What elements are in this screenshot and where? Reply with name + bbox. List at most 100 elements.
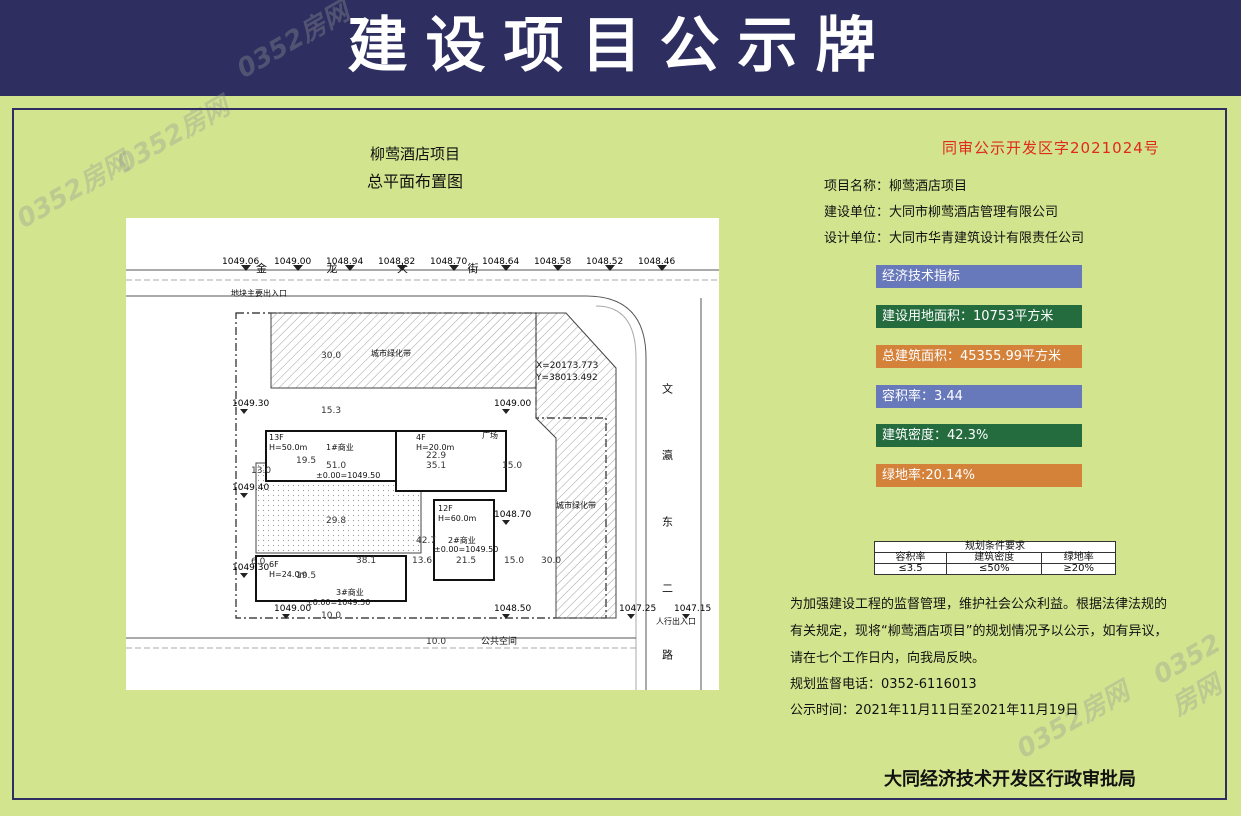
elevation-marker xyxy=(605,265,615,271)
table-header: 容积率 xyxy=(873,552,948,564)
elevation-marker xyxy=(502,409,510,414)
dimension-label: 6.0 xyxy=(251,557,266,567)
building-1-name: 1#商业 xyxy=(326,442,354,452)
elevation-label: 1049.00 xyxy=(494,399,531,409)
elevation-label: 1049.06 xyxy=(222,257,259,267)
dimension-label: 13.6 xyxy=(412,556,432,566)
building-1-elevation: ±0.00=1049.50 xyxy=(316,471,380,480)
plan-project-title: 柳莺酒店项目 xyxy=(369,145,460,163)
table-cell: ≤50% xyxy=(946,563,1043,575)
building-1-floors: 13F xyxy=(269,433,284,442)
elevation-marker xyxy=(501,265,511,271)
table-cell: ≥20% xyxy=(1041,563,1116,575)
elevation-marker xyxy=(657,265,667,271)
dimension-label: 15.3 xyxy=(321,406,341,416)
green-belt-top-label: 城市绿化带 xyxy=(371,348,411,358)
elevation-label: 1048.50 xyxy=(494,604,531,614)
plaza-label: 广场 xyxy=(482,430,498,440)
elevation-label: 1048.82 xyxy=(378,257,415,267)
table-title: 规划条件要求 xyxy=(874,541,1116,553)
building-4-height: H=24.0m xyxy=(269,570,308,579)
notice-line: 有关规定，现将“柳莺酒店项目”的规划情况予以公示，如有异议， xyxy=(790,624,1168,639)
dimension-label: 35.1 xyxy=(426,461,446,471)
dimension-label: 38.1 xyxy=(356,556,376,566)
dimension-label: 42.7 xyxy=(416,536,436,546)
dimension-label: 10.0 xyxy=(321,611,341,621)
elevation-label: 1049.00 xyxy=(274,604,311,614)
dimension-label: 19.5 xyxy=(296,571,316,581)
plan-subtitle: 总平面布置图 xyxy=(366,172,463,191)
dimension-label: 22.9 xyxy=(426,451,446,461)
dimension-label: 21.5 xyxy=(456,556,476,566)
elevation-label: 1047.25 xyxy=(619,604,656,614)
green-belt-right-label: 城市绿化带 xyxy=(556,500,596,510)
designer-label: 设计单位： xyxy=(824,231,890,246)
elevation-marks-top: 1049.06 1049.00 1048.94 1048.82 1048.70 1048.… xyxy=(222,257,675,271)
elevation-label: 1048.64 xyxy=(482,257,519,267)
designer-value: 大同市华青建筑设计有限责任公司 xyxy=(889,231,1085,246)
elevation-marker xyxy=(502,520,510,525)
elevation-marker xyxy=(241,265,251,271)
indicators-title-badge: 经济技术指标 xyxy=(876,265,1082,288)
dimension-label: 29.8 xyxy=(326,516,346,526)
building-4-name: 3#商业 xyxy=(336,587,364,597)
site-plan-drawing: 地块主要出入口 人行出入口 城市绿化带 城市绿化带 广场 公共空间 金 龙 大 … xyxy=(126,257,719,690)
green-ratio-badge: 绿地率:20.14% xyxy=(876,464,1082,487)
elevation-label: 1048.52 xyxy=(586,257,623,267)
land-area-badge: 建设用地面积：10753平方米 xyxy=(876,305,1082,328)
coordinate-label: X=20173.773 xyxy=(536,361,598,371)
site-plan: 地块主要出入口 人行出入口 城市绿化带 城市绿化带 广场 公共空间 金 龙 大 … xyxy=(126,218,719,690)
building-density-badge: 建筑密度：42.3% xyxy=(876,424,1082,447)
page-title: 建设项目公示牌 xyxy=(347,11,894,81)
dimension-label: 15.0 xyxy=(502,461,522,471)
elevation-marker xyxy=(682,614,690,619)
coordinate-label: Y=38013.492 xyxy=(535,373,598,383)
builder-row: 建设单位：大同市柳莺酒店管理有限公司 xyxy=(824,201,1058,220)
road-right-label: 文 瀛 东 二 路 xyxy=(661,382,674,686)
elevation-label: 1049.00 xyxy=(274,257,311,267)
issuing-authority: 大同经济技术开发区行政审批局 xyxy=(884,769,1136,790)
elevation-marker xyxy=(282,614,290,619)
building-3-floors: 12F xyxy=(438,504,453,513)
builder-label: 建设单位： xyxy=(824,205,890,220)
dimension-label: 15.0 xyxy=(504,556,524,566)
dimension-label: 13.0 xyxy=(251,466,271,476)
building-4-elevation: ±0.00=1049.50 xyxy=(306,598,370,607)
table-header: 绿地率 xyxy=(1041,552,1116,564)
elevation-marker xyxy=(240,573,248,578)
dimension-label: 10.0 xyxy=(426,637,446,647)
elevation-marker xyxy=(345,265,355,271)
notice-line: 请在七个工作日内，向我局反映。 xyxy=(790,651,986,666)
builder-value: 大同市柳莺酒店管理有限公司 xyxy=(889,205,1059,220)
approval-number: 同审公示开发区字2021024号 xyxy=(942,139,1160,157)
project-name-row: 项目名称：柳莺酒店项目 xyxy=(824,175,967,194)
elevation-label: 1049.40 xyxy=(232,483,269,493)
building-2-height: H=20.0m xyxy=(416,443,455,452)
project-name-label: 项目名称： xyxy=(824,179,890,194)
table-header: 建筑密度 xyxy=(946,552,1043,564)
elevation-label: 1047.15 xyxy=(674,604,711,614)
elevation-marker xyxy=(449,265,459,271)
elevation-marks-mid: 1049.301049.401049.301049.001049.001048.… xyxy=(232,399,711,619)
elevation-marker xyxy=(240,409,248,414)
public-space-label: 公共空间 xyxy=(481,635,517,647)
elevation-label: 1049.30 xyxy=(232,563,269,573)
building-1-height: H=50.0m xyxy=(269,443,308,452)
elevation-marker xyxy=(627,614,635,619)
elevation-label: 1048.94 xyxy=(326,257,363,267)
dimension-label: 51.0 xyxy=(326,461,346,471)
notice-line: 为加强建设工程的监督管理，维护社会公众利益。根据法律法规的 xyxy=(790,597,1168,612)
building-2-floors: 4F xyxy=(416,433,426,442)
table-cell: ≤3.5 xyxy=(873,563,948,575)
building-3-height: H=60.0m xyxy=(438,514,477,523)
publicity-period: 公示时间：2021年11月11日至2021年11月19日 xyxy=(790,703,1079,718)
header-bar: 建设项目公示牌 xyxy=(0,0,1241,96)
elevation-label: 1048.58 xyxy=(534,257,571,267)
elevation-marker xyxy=(293,265,303,271)
building-3-elevation: ±0.00=1049.50 xyxy=(434,545,498,554)
building-4-floors: 6F xyxy=(269,560,279,569)
gross-floor-area-badge: 总建筑面积：45355.99平方米 xyxy=(876,345,1082,368)
elevation-label: 1048.46 xyxy=(638,257,675,267)
elevation-label: 1048.70 xyxy=(430,257,467,267)
